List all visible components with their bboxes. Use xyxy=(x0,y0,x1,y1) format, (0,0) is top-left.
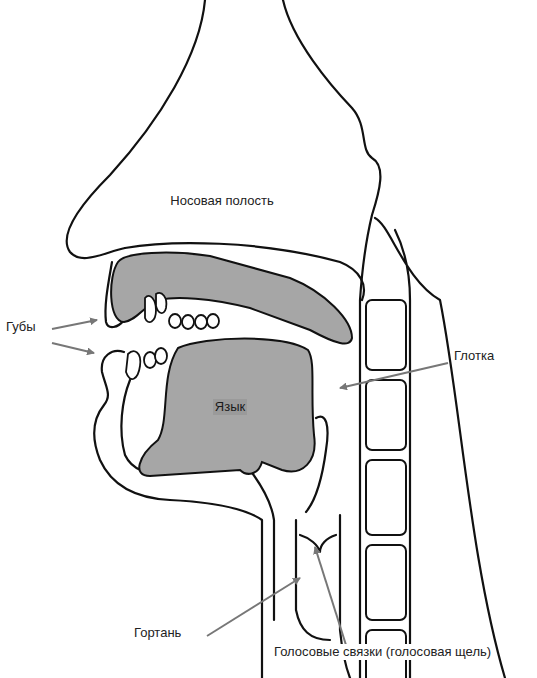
tongue xyxy=(139,339,314,477)
part-label: Гортань xyxy=(132,625,183,641)
upper-teeth xyxy=(145,293,219,329)
cavity-label: Носовая полость xyxy=(170,193,273,209)
part-label: Глотка xyxy=(452,348,496,364)
part-label: Губы xyxy=(6,319,36,335)
part-label: Язык xyxy=(213,399,247,415)
leader-arrows xyxy=(52,320,448,645)
vocal-folds xyxy=(300,535,336,552)
palate xyxy=(111,253,352,344)
nose-outline xyxy=(67,0,205,258)
lower-teeth xyxy=(126,348,167,379)
vertebrae xyxy=(366,300,406,678)
part-label: Голосовые связки (голосовая щель) xyxy=(272,644,493,660)
